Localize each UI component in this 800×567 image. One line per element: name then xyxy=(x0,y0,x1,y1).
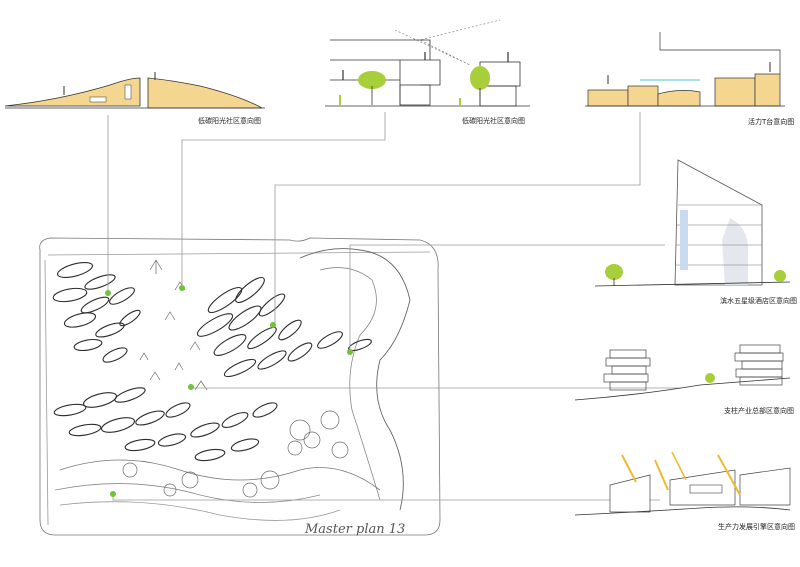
section-low-carbon-1: 低碳阳光社区意向图 xyxy=(4,72,265,125)
location-markers xyxy=(105,285,353,497)
sketch-building-clusters xyxy=(52,262,372,462)
masterplan-sketch xyxy=(39,237,441,536)
section-hotel: 滨水五星级酒店区意向图 xyxy=(594,159,797,305)
section-headquarters xyxy=(574,344,791,401)
section-label-4: 滨水五星级酒店区意向图 xyxy=(720,296,797,305)
sketch-vegetation xyxy=(122,259,349,498)
section-runway: 活力T台意向图 xyxy=(585,32,794,126)
section-label-6: 生产力发展引擎区意向图 xyxy=(718,522,795,531)
signature-text: Master plan 13 xyxy=(304,522,405,537)
section-label-1: 低碳阳光社区意向图 xyxy=(198,116,261,125)
section-label-2: 低碳阳光社区意向图 xyxy=(462,116,525,125)
section-engine: 生产力发展引擎区意向图 xyxy=(574,451,795,531)
section-low-carbon-2 xyxy=(325,19,530,107)
section-label-5: 支柱产业总部区意向图 xyxy=(724,406,794,415)
section-label-3: 活力T台意向图 xyxy=(748,117,794,126)
leader-lines xyxy=(107,112,680,501)
